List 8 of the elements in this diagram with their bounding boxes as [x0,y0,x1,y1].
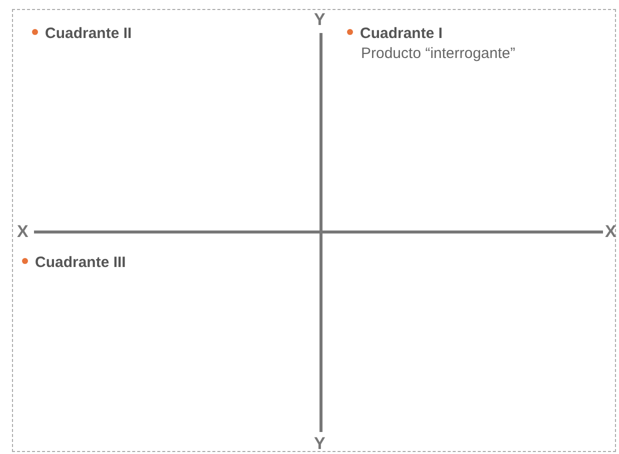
axis-label: X [17,222,28,242]
quadrant-label: Cuadrante I [347,25,443,42]
quadrant-label: Cuadrante III [22,254,126,271]
axis-label: Y [314,434,326,454]
quadrant-label: Cuadrante II [32,25,132,42]
axis-label: X [605,222,616,242]
quadrant-description: Producto “interrogante” [361,45,516,62]
axis-label: Y [314,10,326,30]
